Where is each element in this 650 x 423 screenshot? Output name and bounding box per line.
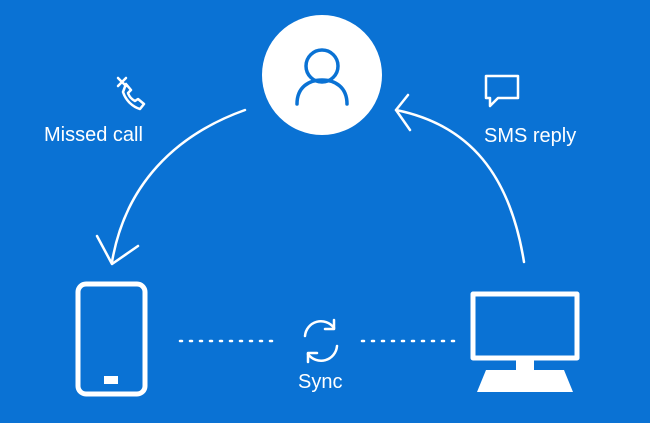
sms-reply-arrow: [394, 93, 526, 264]
missed-call-arrow: [95, 108, 247, 266]
person-icon: [295, 48, 349, 106]
desktop-computer-icon: [470, 291, 580, 392]
contact-avatar: [262, 15, 382, 135]
phone-icon: [75, 281, 148, 397]
missed-call-label: Missed call: [44, 124, 143, 146]
sms-reply-label: SMS reply: [484, 125, 577, 147]
missed-call-icon: [116, 76, 146, 111]
chat-bubble-icon: [484, 74, 520, 108]
sync-icon: [303, 318, 339, 364]
sync-label: Sync: [298, 371, 343, 393]
